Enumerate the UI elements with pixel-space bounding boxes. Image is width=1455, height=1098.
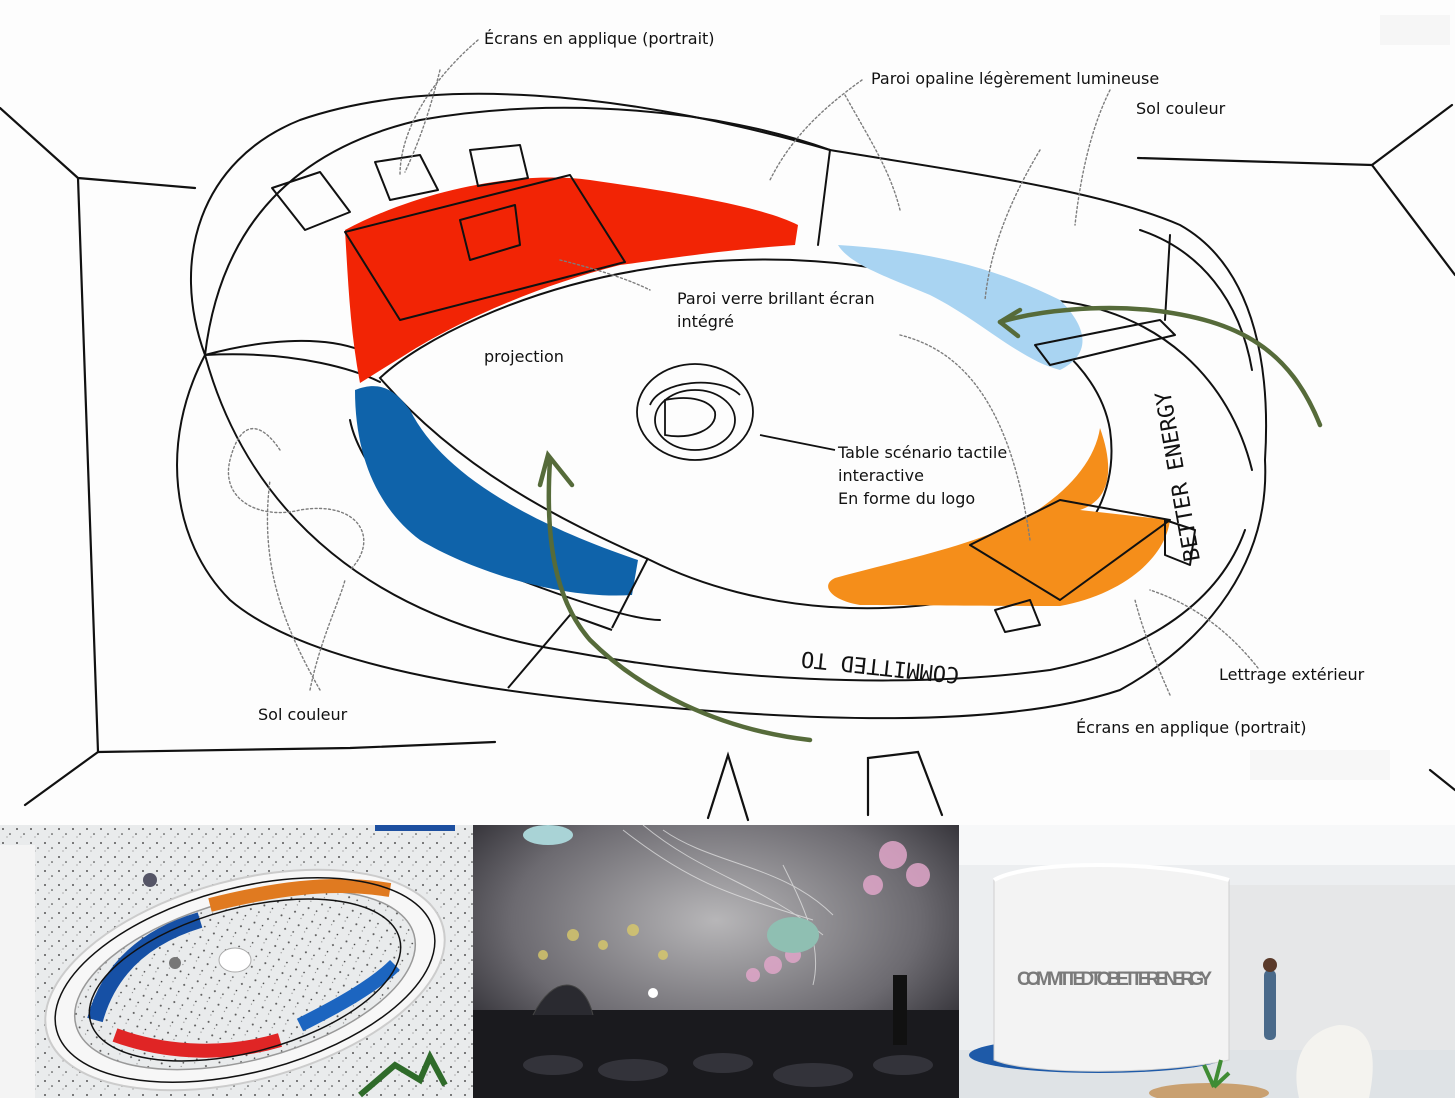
label-outer-lettering: Lettrage extérieur — [1219, 665, 1365, 684]
label-table-line3: En forme du logo — [838, 489, 976, 508]
floor-plan-sketch: COMMITTED TO BETTER ENERGY — [0, 39, 1455, 822]
dark-blue-zone — [355, 386, 638, 596]
label-wall-screens-top: Écrans en applique (portrait) — [484, 29, 715, 48]
reference-photo-aerial-render — [0, 825, 473, 1098]
red-zone — [345, 177, 798, 383]
reference-photos: COMMITTED TO BETTER ENERGY — [0, 825, 1455, 1098]
light-blue-zone — [838, 245, 1083, 370]
label-colored-floor-top: Sol couleur — [1136, 99, 1226, 118]
label-opal-wall: Paroi opaline légèrement lumineuse — [871, 69, 1160, 88]
annotation-leaders — [227, 39, 1259, 696]
label-table-line2: interactive — [838, 466, 924, 485]
label-glass-wall-line2: intégré — [677, 312, 734, 331]
interactive-table-sketch — [636, 363, 836, 461]
visitor-flow-arrows — [537, 305, 1323, 743]
reference-photo-curved-wall: COMMITTED TO BETTER ENERGY — [959, 825, 1455, 1098]
orange-zone — [828, 428, 1170, 606]
label-table-line1: Table scénario tactile — [838, 443, 1008, 462]
outer-ring-outline — [176, 92, 1268, 720]
label-wall-screens-bottom: Écrans en applique (portrait) — [1076, 718, 1307, 737]
label-colored-floor-bottom: Sol couleur — [258, 705, 348, 724]
label-glass-wall-line1: Paroi verre brillant écran — [677, 289, 875, 308]
label-projection: projection — [484, 347, 564, 366]
room-walls — [0, 103, 1455, 822]
reference-photo-projection-dome — [473, 825, 959, 1098]
photo-wall-lettering: COMMITTED TO BETTER ENERGY — [1017, 969, 1212, 990]
wall-screens-sketch — [271, 144, 1196, 689]
